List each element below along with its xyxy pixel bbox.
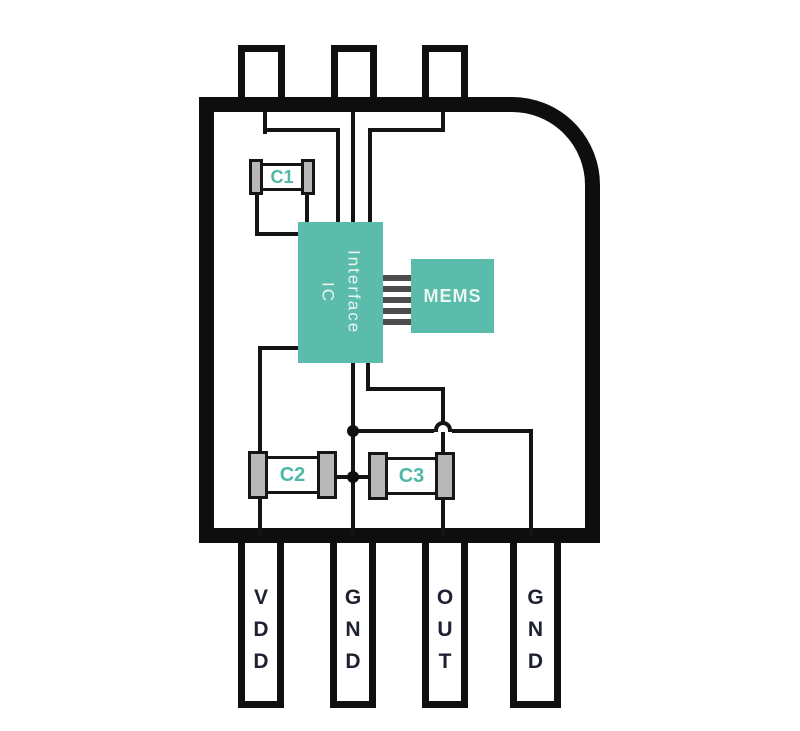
capacitor-c2-end-left <box>248 451 268 499</box>
mems-block: MEMS <box>411 259 494 333</box>
bottom-pin-vdd: VDD <box>238 535 284 708</box>
capacitor-c3-end-left <box>368 452 388 500</box>
wire-c2-to-vdd <box>258 495 262 536</box>
junction-dot-rail <box>347 425 359 437</box>
top-pin-2 <box>331 45 377 105</box>
top-pin-1 <box>238 45 285 105</box>
wire-ic-out-drop <box>366 363 370 391</box>
interface-ic-block: Interface IC <box>298 222 383 363</box>
wire-c1-to-ic-left <box>255 232 300 236</box>
wire-rail-to-gnd2 <box>529 429 533 536</box>
bond-wire-5 <box>383 319 411 325</box>
bond-wire-4 <box>383 308 411 314</box>
wire-pin1-drop <box>263 112 267 134</box>
pin-label-gnd-1: GND <box>341 586 365 682</box>
capacitor-c2-end-right <box>317 451 337 499</box>
pin-label-out: OUT <box>433 586 457 682</box>
capacitor-c1-end-right <box>301 159 315 195</box>
bottom-pin-gnd-2: GND <box>510 535 561 708</box>
wire-ic-to-gnd <box>351 363 355 535</box>
mems-label: MEMS <box>423 285 482 306</box>
wire-c1-to-ic-top <box>305 192 309 224</box>
wire-pin1-to-ic <box>336 128 340 224</box>
wire-c3-to-out-pin <box>441 497 445 536</box>
bond-wire-2 <box>383 286 411 292</box>
wire-pin3-drop <box>441 112 445 132</box>
bond-wire-1 <box>383 275 411 281</box>
wire-pin3-to-ic <box>368 128 372 224</box>
bottom-pin-gnd-1: GND <box>330 535 376 708</box>
interface-ic-label: Interface IC <box>315 250 367 334</box>
wire-to-c2-top <box>258 346 262 454</box>
wire-gnd-rail-left <box>351 429 434 433</box>
wire-pin2-to-ic <box>351 112 355 224</box>
capacitor-c3-label: C3 <box>398 464 425 487</box>
capacitor-c1-end-left <box>249 159 263 195</box>
capacitor-c3-end-right <box>435 452 455 500</box>
wire-pin3-horizontal <box>368 128 445 132</box>
pin-label-gnd-2: GND <box>524 586 547 682</box>
package-outline <box>199 97 600 543</box>
bond-wire-3 <box>383 297 411 303</box>
interface-ic-label-line1: Interface <box>344 250 364 335</box>
interface-ic-label-line2: IC <box>318 282 338 303</box>
bottom-pin-out: OUT <box>422 535 468 708</box>
wire-crossover-hop <box>434 421 452 432</box>
wire-gnd-rail-right <box>452 429 533 433</box>
junction-dot-c2-c3 <box>347 471 359 483</box>
capacitor-c2-label: C2 <box>279 463 306 486</box>
wire-ic-left-horizontal <box>260 346 300 350</box>
wire-c1-left-drop <box>255 192 259 236</box>
wire-pin1-horizontal <box>263 128 340 132</box>
wire-out-horizontal <box>366 387 445 391</box>
top-pin-3 <box>422 45 468 105</box>
pin-label-vdd: VDD <box>249 586 273 682</box>
capacitor-c1-label: C1 <box>270 166 294 187</box>
